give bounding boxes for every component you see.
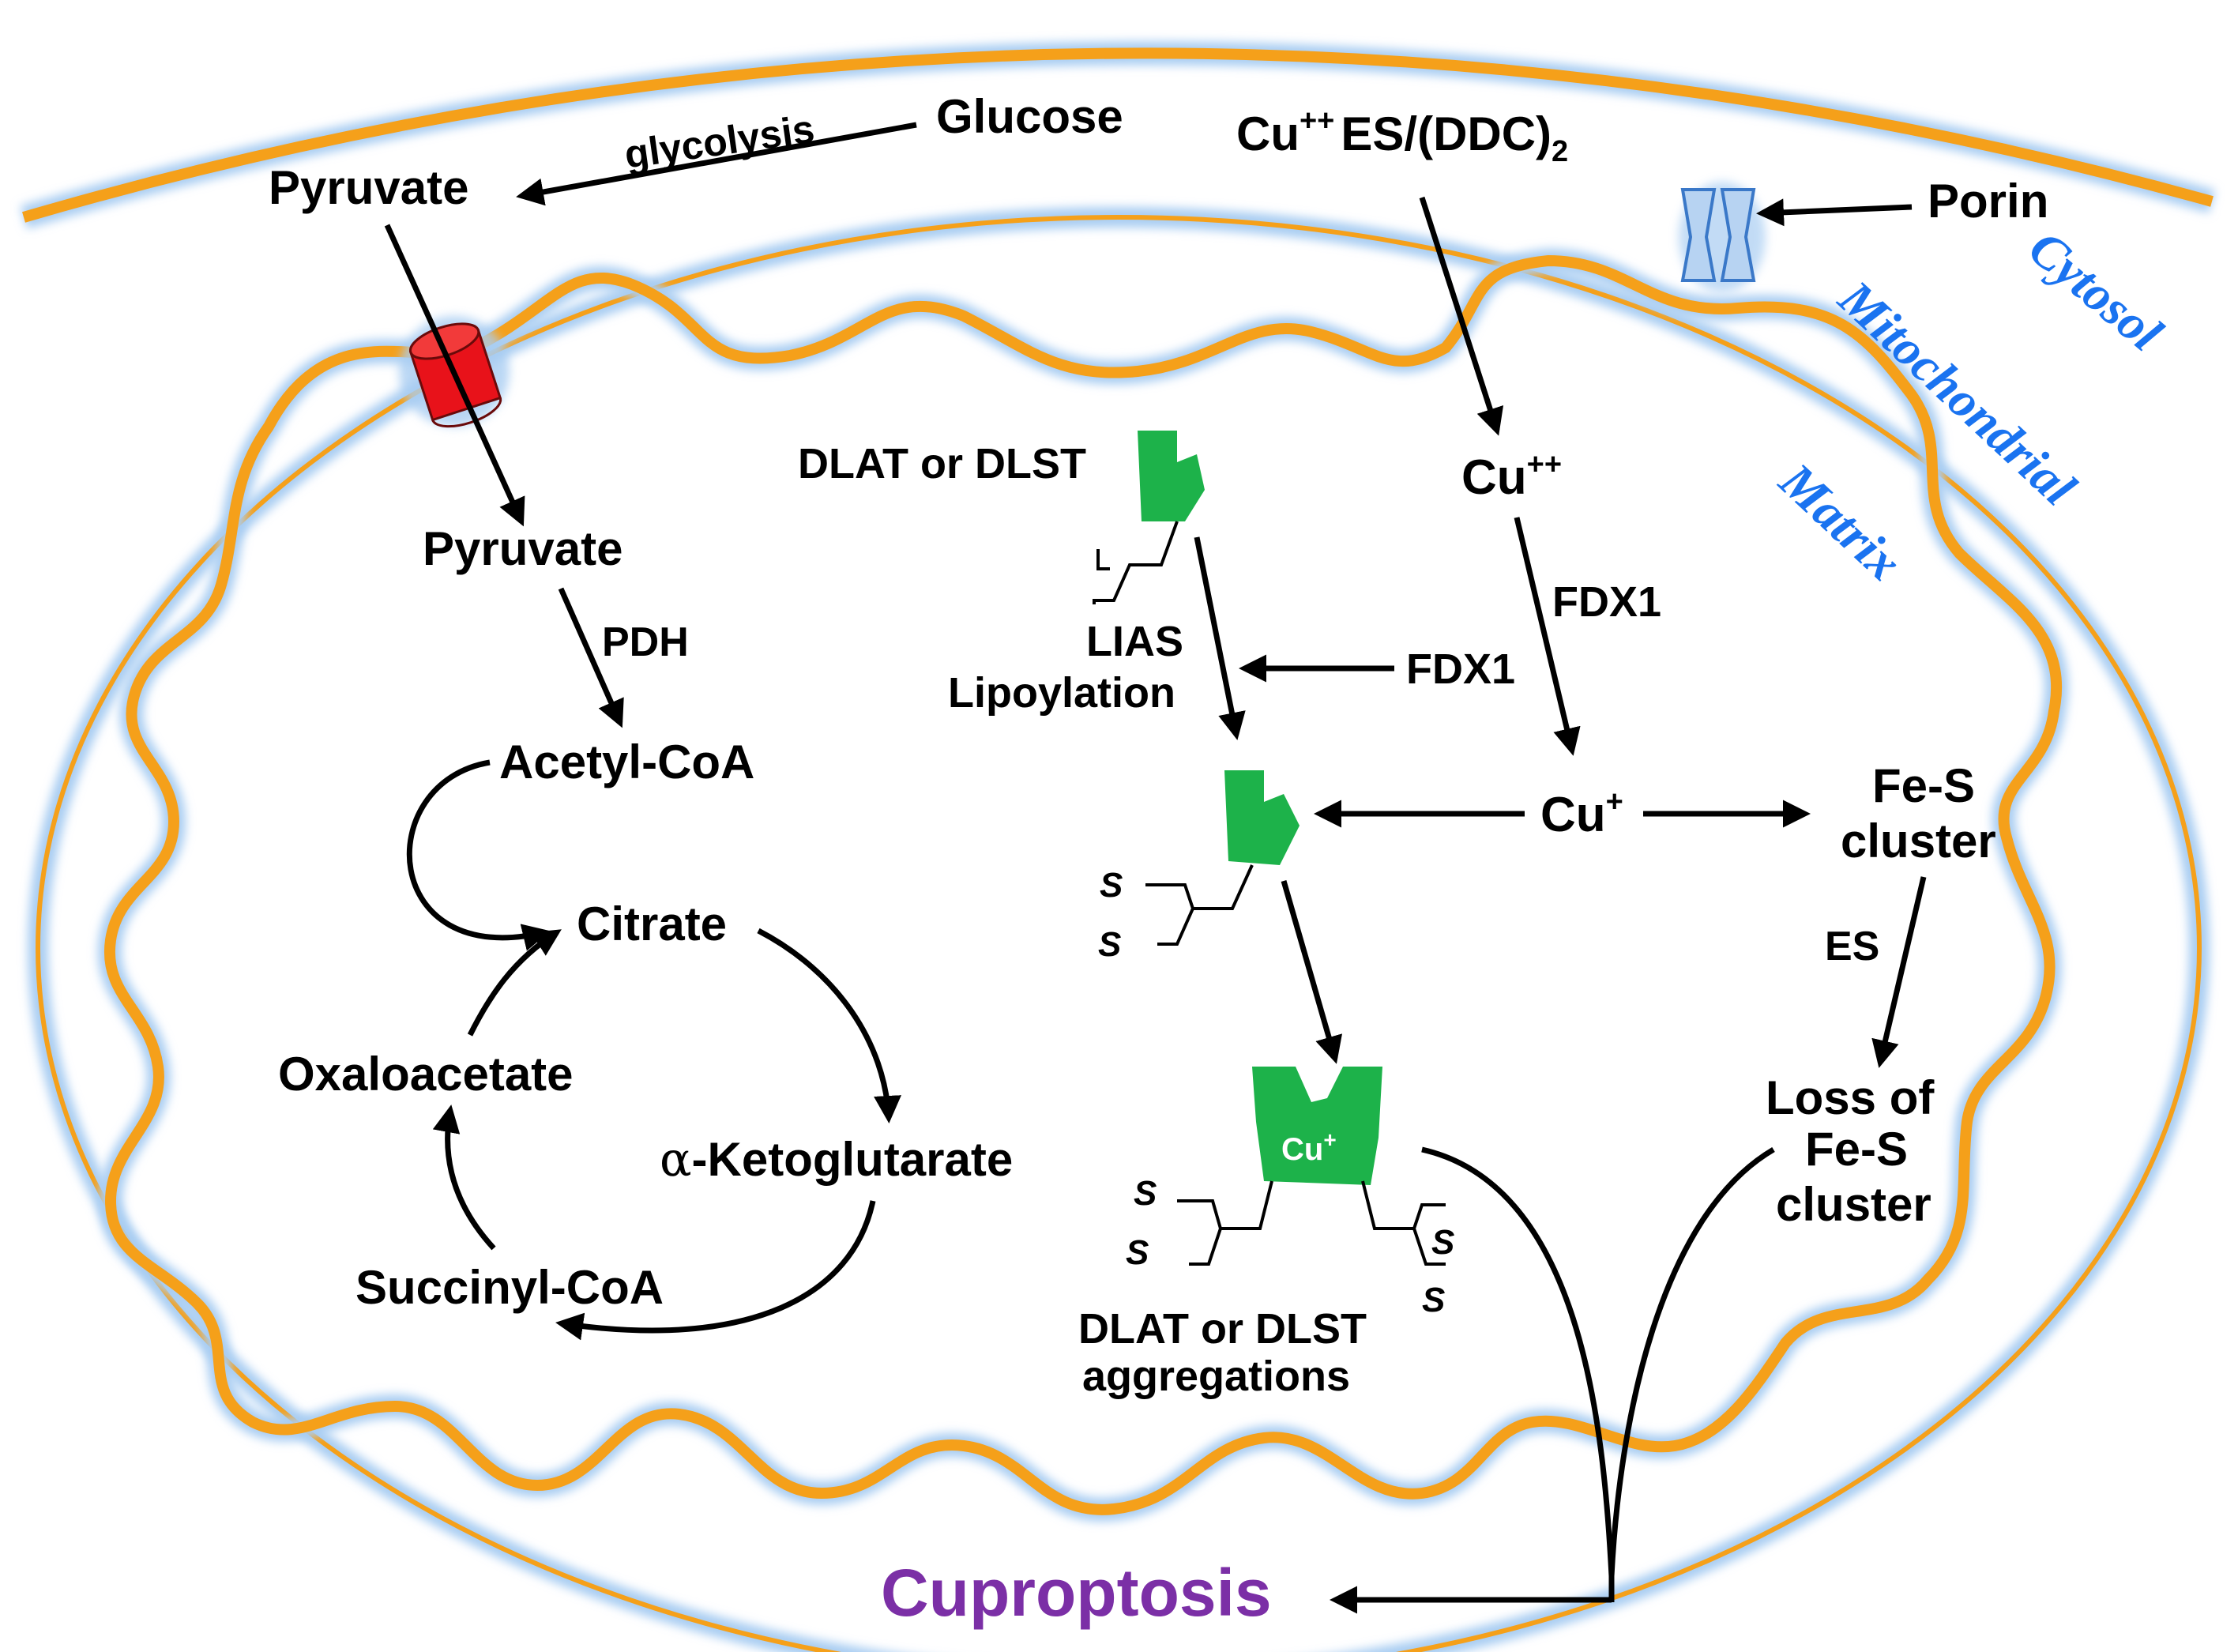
fes-cluster-label-1: Fe-S bbox=[1872, 759, 1975, 812]
glucose-label: Glucose bbox=[936, 90, 1123, 143]
arrow-succinyl-to-oxalo bbox=[432, 1104, 496, 1251]
lias-label: LIAS bbox=[1086, 618, 1183, 665]
arrow-pyruvate-into-matrix bbox=[384, 224, 525, 527]
fdx1-right-label: FDX1 bbox=[1552, 578, 1661, 626]
arrow-oxalo-to-citrate bbox=[467, 929, 562, 1037]
citrate-label: Citrate bbox=[577, 897, 727, 950]
succinyl-coa-label: Succinyl-CoA bbox=[355, 1261, 664, 1314]
aggregations-label-2: aggregations bbox=[1082, 1353, 1350, 1400]
dlat-protein-top-icon bbox=[1093, 431, 1205, 604]
fdx1-left-label: FDX1 bbox=[1406, 645, 1515, 693]
arrow-pyruvate-to-acetyl bbox=[558, 587, 624, 728]
arrow-loss-to-merge bbox=[1608, 1146, 1775, 1577]
sulfur-label: S bbox=[1422, 1281, 1445, 1319]
loss-of-label: Loss of bbox=[1766, 1071, 1935, 1124]
cu2-label: Cu++ bbox=[1461, 448, 1562, 505]
cu-es-complex-label: Cu++ES/(DDC)2 bbox=[1236, 104, 1568, 168]
loss-cluster-label: cluster bbox=[1776, 1178, 1931, 1231]
arrow-cu2-to-cu1 bbox=[1514, 517, 1581, 756]
pdh-label: PDH bbox=[602, 619, 689, 665]
pyruvate-matrix-label: Pyruvate bbox=[423, 522, 623, 575]
inner-mitochondrial-membrane bbox=[97, 248, 2069, 1522]
es-label: ES bbox=[1825, 924, 1879, 969]
arrows bbox=[384, 122, 1927, 1614]
cu1-label: Cu+ bbox=[1540, 785, 1623, 842]
matrix-label: Matrix bbox=[1769, 452, 1913, 591]
sulfur-label: S bbox=[1100, 866, 1123, 905]
arrow-lipoylated-to-aggregate bbox=[1281, 880, 1343, 1064]
sulfur-label: S bbox=[1134, 1174, 1157, 1213]
arrow-cu-es-to-cu2 bbox=[1419, 196, 1504, 436]
glycolysis-label: glycolysis bbox=[622, 107, 817, 177]
alpha-ketoglutarate-label: α-Ketoglutarate bbox=[660, 1132, 1013, 1187]
arrow-porin bbox=[1756, 198, 1913, 227]
sulfur-label: S bbox=[1431, 1223, 1454, 1262]
pyruvate-cytosol-label: Pyruvate bbox=[269, 161, 468, 214]
dlat-dlst-top-label: DLAT or DLST bbox=[798, 440, 1086, 487]
aggregations-label-1: DLAT or DLST bbox=[1078, 1305, 1367, 1353]
arrow-aggregation-to-merge bbox=[1421, 1146, 1615, 1577]
cuproptosis-label: Cuproptosis bbox=[881, 1556, 1272, 1630]
cytosol-label: Cytosol bbox=[2018, 220, 2173, 362]
outer-mitochondrial-membrane bbox=[28, 207, 2210, 1652]
cu-in-protein-label: Cu+ bbox=[1281, 1127, 1337, 1167]
pyruvate-transporter-icon bbox=[399, 316, 510, 428]
porin-channel-icon bbox=[1679, 182, 1766, 292]
fes-cluster-label-2: cluster bbox=[1841, 815, 1996, 867]
lipoylation-label: Lipoylation bbox=[948, 669, 1175, 717]
arrow-aketo-to-succinyl bbox=[555, 1200, 876, 1341]
arrow-acetyl-to-citrate bbox=[406, 759, 551, 951]
cell-membrane bbox=[20, 41, 2216, 229]
arrow-citrate-to-aketo bbox=[757, 928, 901, 1123]
dlat-aggregate-icon bbox=[1177, 1067, 1446, 1266]
porin-label: Porin bbox=[1928, 175, 2048, 228]
sulfur-label: S bbox=[1098, 925, 1121, 964]
arrow-fes-to-loss bbox=[1871, 876, 1927, 1068]
acetyl-coa-label: Acetyl-CoA bbox=[499, 736, 754, 788]
oxaloacetate-label: Oxaloacetate bbox=[278, 1048, 574, 1101]
sulfur-label: S bbox=[1126, 1233, 1149, 1272]
loss-fes-label: Fe-S bbox=[1805, 1123, 1908, 1176]
dlat-protein-lipoylated-icon bbox=[1145, 770, 1300, 946]
arrow-glucose-to-pyruvate bbox=[516, 122, 917, 206]
arrow-protein-down bbox=[1194, 536, 1246, 740]
